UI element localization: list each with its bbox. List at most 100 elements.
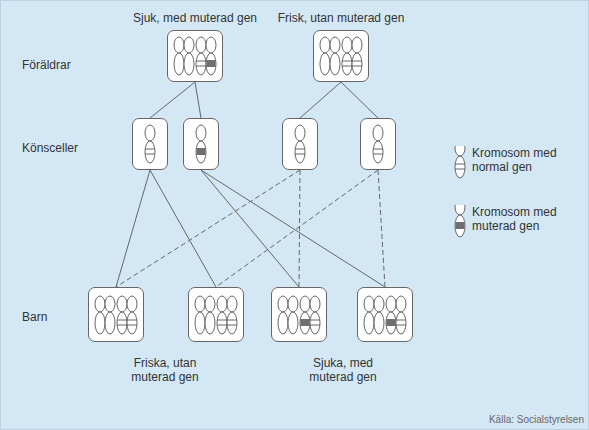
mutated-gene xyxy=(196,148,205,155)
chromosome-figure xyxy=(314,31,368,81)
chromosome xyxy=(300,296,310,334)
parent-box: Sjuk, med muterad gen xyxy=(167,30,223,82)
normal-gene xyxy=(396,320,406,321)
chromosome xyxy=(278,296,288,334)
normal-gene xyxy=(127,320,137,321)
parent-heading: Sjuk, med muterad gen xyxy=(133,11,257,25)
inheritance-line xyxy=(341,82,378,118)
inheritance-line xyxy=(116,170,300,287)
mutated-gene xyxy=(206,60,215,67)
normal-gene xyxy=(227,320,237,321)
chromosome xyxy=(455,146,465,178)
legend-entry: Kromosom med normal gen xyxy=(452,146,572,174)
chromosome xyxy=(206,37,216,75)
chromosome xyxy=(330,37,340,75)
mutated-gene xyxy=(300,319,309,326)
inheritance-line xyxy=(300,82,341,118)
inheritance-line xyxy=(150,170,216,287)
source-note: Källa: Socialstyrelsen xyxy=(470,413,584,427)
normal-gene xyxy=(310,320,320,321)
chromosome xyxy=(184,37,194,75)
chromosome xyxy=(196,37,206,75)
chromosome xyxy=(205,296,215,334)
legend-chromosome xyxy=(452,146,468,186)
row-label: Könsceller xyxy=(22,141,78,155)
chromosome-figure xyxy=(133,119,167,169)
chromosome-figure xyxy=(361,119,395,169)
normal-gene xyxy=(227,325,237,326)
chromosome-figure xyxy=(168,31,222,81)
chromosome xyxy=(95,296,105,334)
chromosome xyxy=(342,37,352,75)
gamete-box xyxy=(132,118,168,170)
chromosome xyxy=(352,37,362,75)
normal-gene xyxy=(342,66,352,67)
chromosome xyxy=(396,296,406,334)
chromosome xyxy=(195,296,205,334)
inheritance-line xyxy=(378,170,385,287)
legend-text: Kromosom med muterad gen xyxy=(472,205,572,233)
chromosome xyxy=(117,296,127,334)
child-box xyxy=(357,287,413,342)
chromosome xyxy=(174,37,184,75)
chromosome xyxy=(295,125,305,163)
normal-gene xyxy=(217,320,227,321)
inheritance-line xyxy=(299,170,300,287)
chromosome xyxy=(127,296,137,334)
gamete-box xyxy=(183,118,219,170)
chromosome-figure xyxy=(184,119,218,169)
chromosome-figure xyxy=(89,288,143,341)
chromosome xyxy=(196,125,206,163)
chromosome xyxy=(145,125,155,163)
normal-gene xyxy=(310,325,320,326)
normal-gene xyxy=(145,149,155,150)
chromosome xyxy=(374,296,384,334)
chromosome xyxy=(320,37,330,75)
chromosome xyxy=(227,296,237,334)
inheritance-line xyxy=(201,170,299,287)
chromosome-figure xyxy=(358,288,412,341)
chromosome-figure xyxy=(272,288,326,341)
inheritance-line xyxy=(116,170,150,287)
legend-entry: Kromosom med muterad gen xyxy=(452,205,572,233)
normal-gene xyxy=(117,325,127,326)
chromosome xyxy=(105,296,115,334)
row-label: Barn xyxy=(22,310,47,324)
normal-gene xyxy=(217,325,227,326)
parent-box: Frisk, utan muterad gen xyxy=(313,30,369,82)
normal-gene xyxy=(455,169,465,170)
group-caption: Friska, utan muterad gen xyxy=(112,356,218,384)
child-box xyxy=(271,287,327,342)
normal-gene xyxy=(373,149,383,150)
chromosome xyxy=(288,296,298,334)
inheritance-line xyxy=(201,170,385,287)
child-box xyxy=(88,287,144,342)
parent-heading: Frisk, utan muterad gen xyxy=(278,11,405,25)
normal-gene xyxy=(342,61,352,62)
mutated-gene xyxy=(455,222,464,229)
chromosome xyxy=(217,296,227,334)
normal-gene xyxy=(396,325,406,326)
normal-gene xyxy=(373,154,383,155)
chromosome xyxy=(373,125,383,163)
gamete-box xyxy=(282,118,318,170)
chromosome xyxy=(364,296,374,334)
inheritance-line xyxy=(195,82,201,118)
chromosome xyxy=(386,296,396,334)
chromosome xyxy=(455,205,465,237)
normal-gene xyxy=(196,61,206,62)
mutated-gene xyxy=(386,319,395,326)
normal-gene xyxy=(117,320,127,321)
normal-gene xyxy=(145,154,155,155)
normal-gene xyxy=(295,149,305,150)
normal-gene xyxy=(196,66,206,67)
group-caption: Sjuka, med muterad gen xyxy=(290,356,396,384)
normal-gene xyxy=(455,164,465,165)
normal-gene xyxy=(127,325,137,326)
gamete-box xyxy=(360,118,396,170)
normal-gene xyxy=(352,66,362,67)
child-box xyxy=(188,287,244,342)
normal-gene xyxy=(295,154,305,155)
chromosome-figure xyxy=(189,288,243,341)
